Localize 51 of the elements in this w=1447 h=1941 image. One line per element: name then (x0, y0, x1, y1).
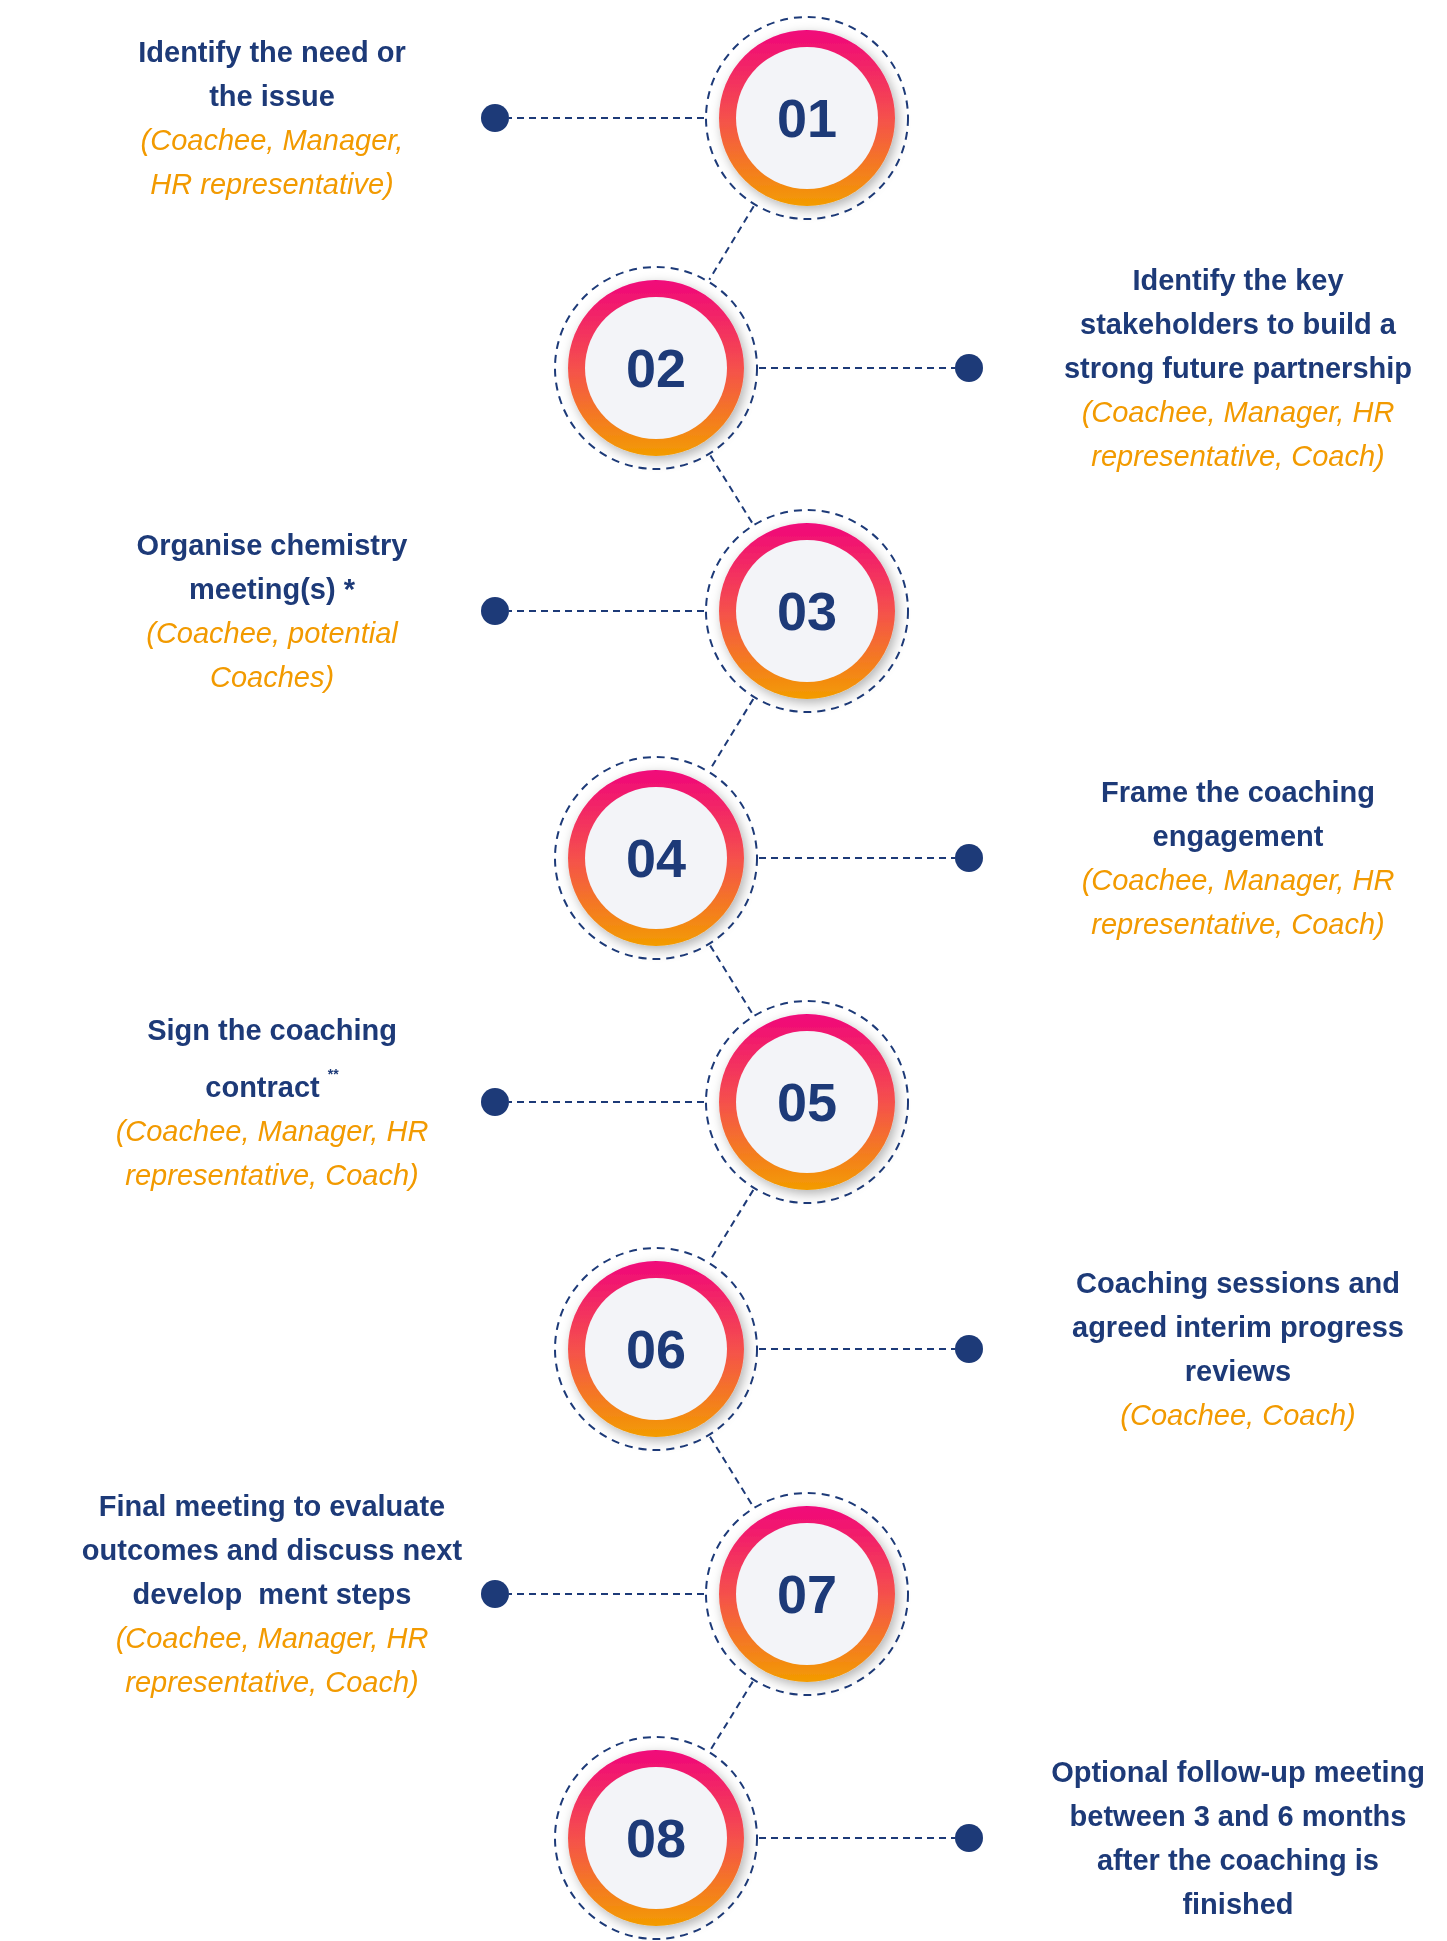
connector-dot (955, 844, 983, 872)
step-number: 02 (625, 341, 687, 395)
step-title: Identify the key stakeholders to build a strong future partnership (1063, 263, 1413, 386)
step-circle (704, 15, 910, 221)
step-title: Optional follow-up meeting between 3 and 6 months after the coaching is finished (1050, 1755, 1426, 1922)
step-title: Frame the coaching engagement (1100, 775, 1376, 854)
step-circle (553, 1735, 759, 1941)
step-participants: (Coachee, Coach) (1119, 1398, 1357, 1433)
step-title: Sign the coaching contract $^{**}$ (146, 1012, 398, 1105)
connector-line (508, 1101, 705, 1103)
connector-dot (955, 1335, 983, 1363)
connector-dot (955, 1824, 983, 1852)
step-circle (553, 265, 759, 471)
connector-dot (481, 104, 509, 132)
connector-line (508, 1593, 705, 1595)
step-number: 06 (625, 1322, 687, 1376)
step-circle (553, 1246, 759, 1452)
connector-line (709, 1680, 754, 1752)
step-participants: (Coachee, Manager, HR representative, Coach) (114, 1621, 430, 1700)
connector-line (708, 205, 755, 281)
step-circle (704, 1491, 910, 1697)
step-circle (704, 999, 910, 1205)
connector-dot (481, 1088, 509, 1116)
connector-line (758, 1348, 956, 1350)
step-number: 07 (776, 1567, 838, 1621)
step-number: 08 (625, 1811, 687, 1865)
connector-dot (481, 1580, 509, 1608)
step-circle (704, 508, 910, 714)
step-participants: (Coachee, Manager, HR representative, Coach) (1080, 863, 1396, 942)
step-title: Organise chemistry meeting(s) * (135, 528, 409, 607)
step-title: Coaching sessions and agreed interim progress reviews (1071, 1266, 1405, 1389)
step-participants: (Coachee, potential Coaches) (145, 616, 400, 695)
connector-line (758, 857, 956, 859)
connector-line (508, 117, 705, 119)
step-number: 04 (625, 831, 687, 885)
step-participants: (Coachee, Manager, HR representative, Coach) (1080, 395, 1396, 474)
connector-dot (481, 597, 509, 625)
step-title: Identify the need or the issue (137, 35, 407, 114)
connector-line (758, 367, 956, 369)
step-number: 03 (776, 584, 838, 638)
step-title: Final meeting to evaluate outcomes and discuss next develop ment steps (80, 1489, 464, 1612)
connector-dot (955, 354, 983, 382)
step-number: 01 (776, 91, 838, 145)
step-participants: (Coachee, Manager, HR representative, Coach) (114, 1113, 430, 1193)
step-participants: (Coachee, Manager, HR representative) (139, 123, 405, 202)
connector-line (709, 454, 754, 525)
step-number: 05 (776, 1075, 838, 1129)
connector-line (758, 1837, 956, 1839)
connector-line (709, 944, 754, 1016)
step-circle (553, 755, 759, 961)
connector-line (508, 610, 705, 612)
